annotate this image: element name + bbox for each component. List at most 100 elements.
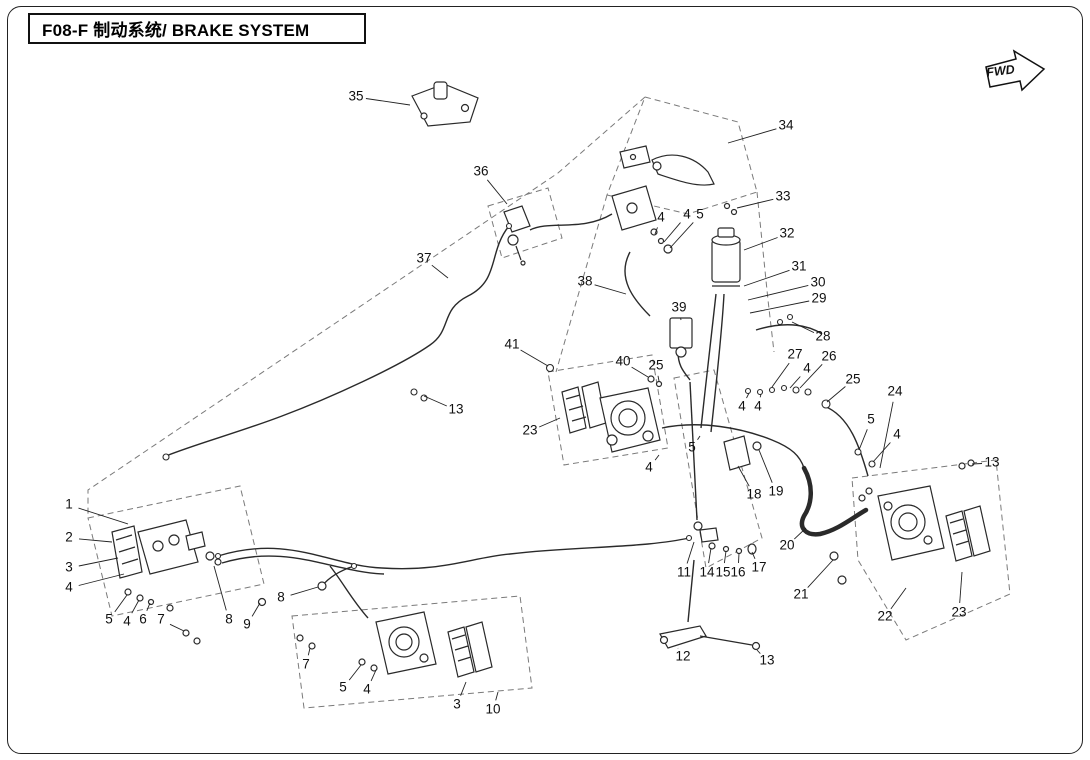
bottom-caliper [296, 581, 493, 678]
part-callout-4: 4 [363, 682, 371, 697]
part-callout-5: 5 [696, 207, 704, 222]
page-border [7, 6, 1083, 754]
part-callout-3: 3 [65, 560, 73, 575]
part-callout-22: 22 [877, 609, 892, 624]
part-callout-26: 26 [821, 349, 836, 364]
part-callout-8: 8 [277, 590, 285, 605]
part-callout-27: 27 [787, 347, 802, 362]
part-callout-13: 13 [448, 402, 463, 417]
callout-leader-line [756, 649, 761, 654]
part-callout-21: 21 [793, 587, 808, 602]
callout-leader-line [131, 599, 140, 614]
callout-leader-line [365, 98, 411, 106]
callout-leader-line [146, 602, 151, 611]
callout-leader-line [423, 395, 447, 407]
page-title: F08-F 制动系统/ BRAKE SYSTEM [42, 21, 310, 40]
callout-leader-line [747, 284, 809, 301]
part-callout-37: 37 [416, 251, 431, 266]
callout-leader-line [890, 587, 907, 610]
part-callout-4: 4 [738, 399, 746, 414]
fittings-and-bolts [162, 222, 876, 570]
callout-leader-line [657, 375, 660, 382]
mid-brake-caliper [561, 381, 661, 453]
callout-leader-line [723, 550, 727, 564]
callout-leader-line [78, 573, 125, 586]
callout-leader-line [78, 507, 129, 525]
callout-leader-line [431, 264, 449, 279]
valve-39 [647, 317, 693, 388]
callout-leader-line [251, 602, 261, 617]
part-callout-20: 20 [779, 538, 794, 553]
bracket-18-bolt-19 [723, 435, 762, 471]
callout-leader-line [539, 417, 561, 428]
part-callout-7: 7 [157, 612, 165, 627]
callout-leader-line [749, 300, 810, 314]
callout-leader-line [663, 222, 681, 243]
part-callout-14: 14 [699, 565, 715, 580]
part-callout-18: 18 [746, 487, 761, 502]
callout-leader-line [879, 401, 894, 469]
callout-leader-line [743, 237, 778, 251]
part-callout-3: 3 [453, 697, 461, 712]
callout-leader-line [758, 449, 773, 483]
bracket-35 [411, 81, 479, 127]
callout-leader-line [738, 552, 740, 564]
callout-leader-line [654, 454, 660, 461]
callout-leader-line [631, 366, 649, 378]
callout-leader-line [654, 227, 658, 235]
callout-leader-line [771, 362, 790, 388]
part-callout-4: 4 [683, 207, 691, 222]
callout-leader-line [751, 551, 756, 559]
callout-leader-line [872, 442, 891, 463]
part-callout-5: 5 [105, 612, 113, 627]
part-callout-34: 34 [778, 118, 794, 133]
part-callout-10: 10 [485, 702, 500, 717]
part-callout-9: 9 [243, 617, 251, 632]
brake-pipes [165, 213, 869, 623]
callout-leader-line [793, 527, 807, 540]
part-callout-17: 17 [751, 560, 766, 575]
part-callout-1: 1 [65, 497, 73, 512]
rear-right-caliper [829, 459, 991, 585]
part-callout-16: 16 [730, 565, 745, 580]
part-callout-38: 38 [577, 274, 592, 289]
callout-leader-line [959, 571, 963, 604]
part-callout-39: 39 [671, 300, 686, 315]
part-callout-4: 4 [893, 427, 901, 442]
part-callout-4: 4 [803, 361, 811, 376]
part-callout-7: 7 [302, 657, 310, 672]
part-callout-4: 4 [657, 210, 665, 225]
callout-leader-line [486, 179, 508, 205]
part-callout-23: 23 [951, 605, 966, 620]
part-callout-23: 23 [522, 423, 537, 438]
callout-leader-line [669, 222, 694, 249]
callout-leader-line [213, 565, 227, 611]
part-callout-4: 4 [645, 460, 653, 475]
part-callout-4: 4 [754, 399, 762, 414]
callout-leader-line [759, 393, 762, 398]
part-callout-33: 33 [775, 189, 790, 204]
part-callout-8: 8 [225, 612, 233, 627]
part-callout-4: 4 [123, 614, 131, 629]
callout-leader-line [78, 538, 113, 543]
callout-leader-line [495, 691, 499, 701]
callout-leader-line [736, 198, 774, 209]
part-callout-25: 25 [648, 358, 663, 373]
callout-leader-line [169, 623, 185, 632]
title-box: F08-F 制动系统/ BRAKE SYSTEM [28, 13, 366, 44]
callout-leader-line [858, 429, 868, 451]
part-callout-2: 2 [65, 530, 73, 545]
callout-leader-line [307, 647, 311, 656]
part-callout-24: 24 [887, 384, 903, 399]
part-callout-11: 11 [677, 565, 691, 580]
brake-hose-20 [799, 465, 869, 537]
part-callout-29: 29 [811, 291, 826, 306]
part-callout-13: 13 [984, 455, 999, 470]
callout-leader-line [791, 321, 815, 334]
brake-linkage-pedal [659, 521, 761, 651]
fluid-reservoir-32 [711, 202, 741, 287]
callout-leader-line [746, 392, 750, 399]
callout-leader-line [594, 284, 627, 295]
